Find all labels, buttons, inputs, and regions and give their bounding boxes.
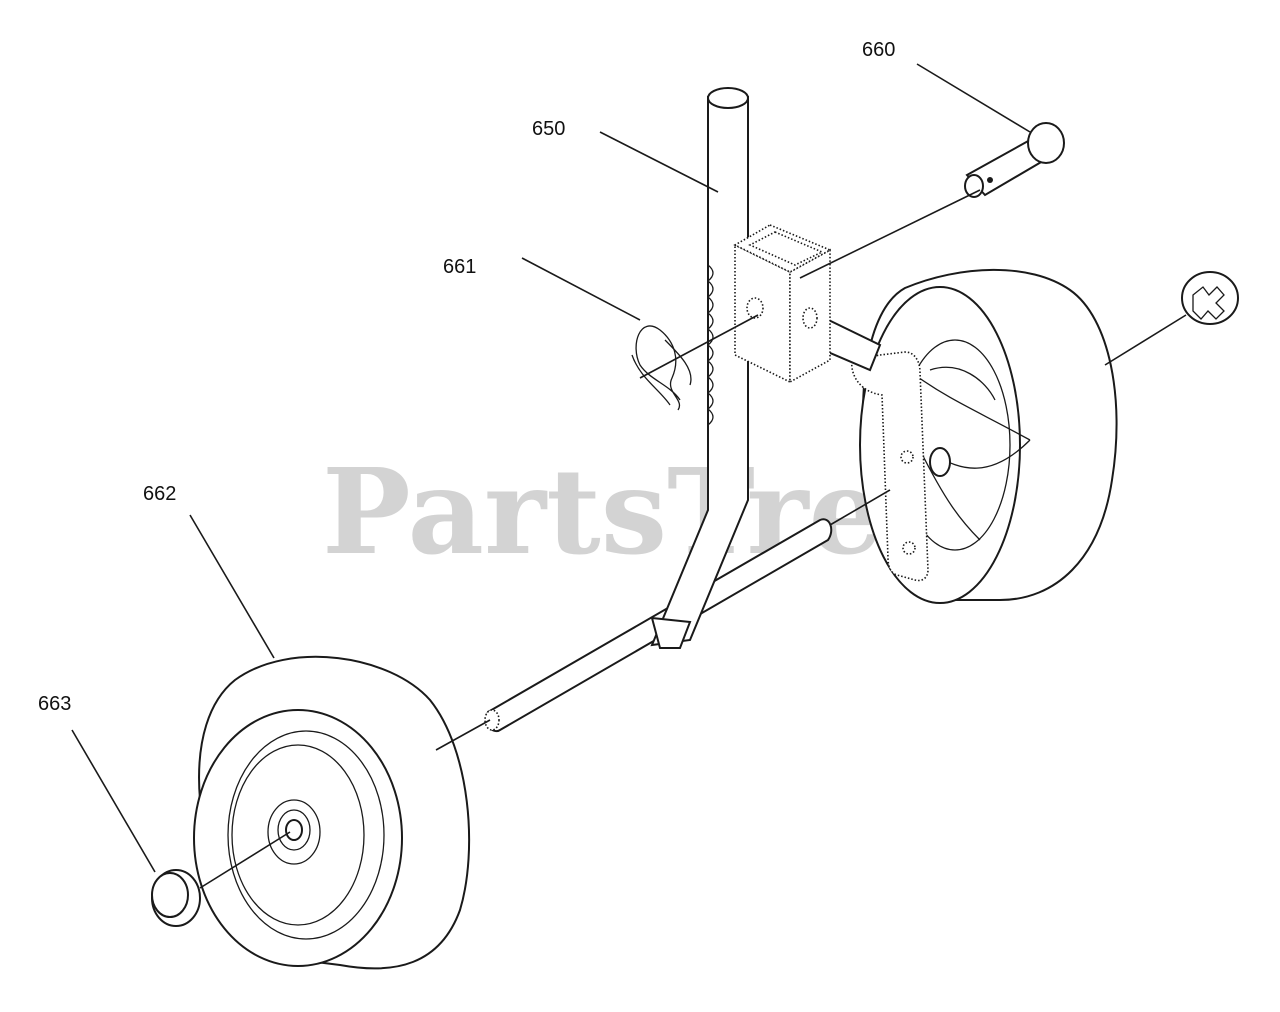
handle-tube[interactable] [650, 87, 749, 649]
leader-lines [71, 63, 1187, 889]
push-nut-right[interactable] [1181, 271, 1239, 325]
left-wheel[interactable] [193, 655, 471, 970]
adjust-bracket[interactable] [733, 224, 832, 384]
callout-661: 661 [443, 256, 476, 278]
clevis-pin[interactable] [964, 122, 1065, 198]
callout-662: 662 [143, 483, 176, 505]
callout-660: 660 [862, 39, 895, 61]
callout-650: 650 [532, 118, 565, 140]
hairpin-clip[interactable] [631, 325, 692, 411]
hub-cap[interactable] [151, 869, 201, 927]
callout-663: 663 [38, 693, 71, 715]
right-bracket-plate[interactable] [851, 351, 929, 582]
